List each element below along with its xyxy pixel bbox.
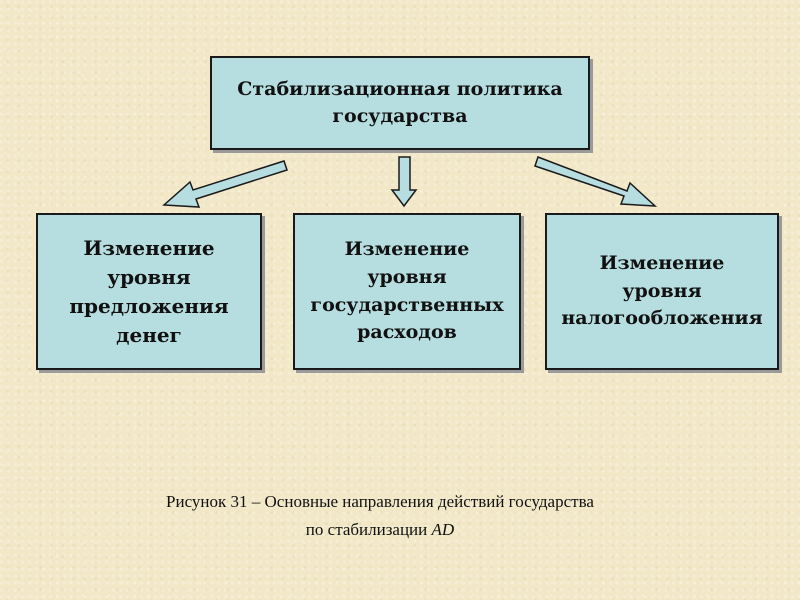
caption-ad-label: AD: [431, 520, 455, 539]
stabilization-policy-box: Стабилизационная политика государства: [210, 56, 590, 150]
arrow-to-money: [162, 160, 288, 208]
figure-caption-line2: по стабилизации AD: [0, 520, 760, 540]
government-spending-box: Изменение уровня государственных расходо…: [293, 213, 521, 370]
figure-caption-line1: Рисунок 31 – Основные направления действ…: [166, 492, 594, 511]
taxation-box: Изменение уровня налогообложения: [545, 213, 779, 370]
arrow-to-spending: [390, 156, 418, 208]
money-supply-box: Изменение уровня предложения денег: [36, 213, 262, 370]
caption-prefix: по стабилизации: [305, 520, 432, 539]
arrow-to-tax: [534, 156, 658, 207]
